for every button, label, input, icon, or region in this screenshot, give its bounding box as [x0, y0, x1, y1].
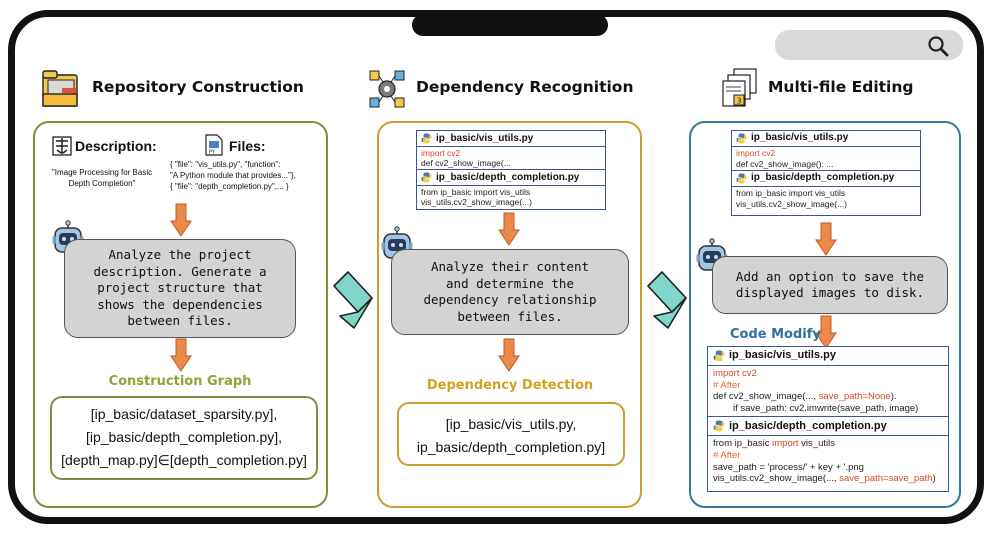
edit-input-files: ip_basic/vis_utils.py import cv2 def cv2… — [731, 130, 921, 216]
code-token: def cv2_show_image(..., — [713, 391, 819, 403]
dep-title: Dependency Recognition — [416, 78, 634, 96]
python-file-icon: PY — [205, 134, 223, 156]
construction-graph-label: Construction Graph — [108, 374, 252, 389]
edit-prompt-line: displayed images to disk. — [735, 285, 925, 300]
device-notch — [412, 14, 608, 36]
code-token-highlight: save_path=save_path — [839, 473, 933, 485]
repo-panel — [33, 121, 328, 508]
dep-prompt-line: Analyze their content — [430, 259, 590, 274]
down-arrow-icon — [815, 222, 837, 256]
edit-file1-line1: import cv2 — [736, 148, 776, 158]
mod2-line2: # After — [713, 449, 741, 461]
repo-prompt-line: between files. — [127, 313, 233, 329]
mod2-line1: from ip_basic import vis_utils — [713, 438, 943, 450]
edit-file2-line2: vis_utils.cv2_show_image(...) — [736, 198, 848, 209]
mod1-line1: import cv2 — [713, 368, 757, 379]
description-text-1: "Image Processing for Basic — [51, 168, 153, 177]
graph-line: [ip_basic/depth_completion.py], — [85, 429, 283, 445]
flow-chevron-icon — [333, 271, 373, 329]
python-logo-icon — [736, 133, 747, 144]
python-logo-icon — [713, 350, 725, 362]
folder-icon — [42, 70, 78, 107]
construction-graph-result: [ip_basic/dataset_sparsity.py], [ip_basi… — [50, 396, 318, 480]
files-label: Files: — [229, 138, 266, 154]
down-arrow-icon — [498, 338, 520, 372]
dependency-detection-result: [ip_basic/vis_utils.py, ip_basic/depth_c… — [397, 402, 625, 466]
python-logo-icon — [421, 133, 432, 144]
code-token: vis_utils.cv2_show_image(..., — [713, 473, 840, 485]
repo-prompt-line: shows the dependencies — [97, 296, 263, 312]
dependency-detection-label: Dependency Detection — [426, 378, 594, 393]
code-token: ) — [932, 473, 936, 485]
down-arrow-icon — [498, 212, 520, 246]
multi-file-icon: 3 — [722, 68, 757, 107]
dep-prompt-line: and determine the — [446, 275, 574, 291]
dep-result-line: ip_basic/depth_completion.py] — [416, 439, 606, 455]
description-icon — [52, 136, 72, 156]
mod1-line4: if save_path: cv2.imwrite(save_path, ima… — [733, 402, 919, 414]
svg-text:3: 3 — [737, 97, 742, 106]
description-label: Description: — [75, 138, 157, 154]
edit-file1-name: ip_basic/vis_utils.py — [751, 132, 849, 144]
graph-line: [ip_basic/dataset_sparsity.py], — [90, 406, 278, 422]
edit-panel — [689, 121, 961, 508]
down-arrow-icon — [170, 203, 192, 237]
down-arrow-icon — [815, 315, 837, 349]
files-line-2: "A Python module that provides..."}, — [170, 171, 296, 180]
dep-result-line: [ip_basic/vis_utils.py, — [445, 416, 577, 432]
files-line-3: { "file": "depth_completion.py",... } — [170, 182, 289, 191]
dep-panel — [377, 121, 642, 508]
python-logo-icon — [421, 172, 432, 183]
dep-file2-line2: vis_utils.cv2_show_image(...) — [421, 197, 533, 207]
dep-file1-line1: import cv2 — [421, 148, 461, 158]
gear-network-icon — [369, 70, 405, 108]
repo-prompt-line: description. Generate a — [93, 263, 267, 279]
repo-prompt-line: project structure that — [97, 280, 263, 296]
code-modify-label: Code Modify — [730, 327, 821, 342]
repo-title: Repository Construction — [92, 78, 304, 96]
dep-prompt: Analyze their content and determine the … — [391, 249, 629, 335]
mod1-file-name: ip_basic/vis_utils.py — [729, 349, 836, 362]
edit-prompt-line: Add an option to save the — [735, 268, 925, 284]
mod1-line3: def cv2_show_image(..., save_path=None). — [713, 391, 943, 403]
code-token: vis_utils — [798, 438, 835, 450]
dep-file2-name: ip_basic/depth_completion.py — [436, 171, 580, 183]
dep-file1-line2: def cv2_show_image(... — [421, 158, 511, 168]
dep-prompt-line: between files. — [457, 308, 563, 324]
flow-chevron-icon — [647, 271, 687, 329]
repo-prompt: Analyze the project description. Generat… — [64, 239, 296, 338]
files-line-1: { "file": "vis_utils.py", "function": — [170, 160, 281, 169]
robot-icon — [52, 220, 84, 253]
graph-line: [depth_map.py]∈[depth_completion.py] — [61, 452, 307, 468]
svg-text:PY: PY — [209, 150, 216, 156]
dep-file1-name: ip_basic/vis_utils.py — [436, 132, 534, 144]
edit-file2-line1: from ip_basic import vis_utils — [736, 188, 846, 198]
edit-file2-name: ip_basic/depth_completion.py — [751, 172, 895, 184]
mod2-line3: save_path = 'process/' + key + '.png — [713, 461, 864, 473]
code-modify-box: ip_basic/vis_utils.py import cv2 # After… — [707, 346, 949, 492]
code-token-highlight: save_path=None — [818, 391, 891, 403]
python-logo-icon — [713, 420, 725, 432]
edit-prompt: Add an option to save the displayed imag… — [712, 256, 948, 314]
code-token: ). — [890, 391, 897, 403]
repo-prompt-line: Analyze the project — [108, 247, 252, 263]
mod1-line2: # After — [713, 379, 741, 391]
description-text-2: Depth Completion" — [68, 179, 136, 188]
mod2-line4: vis_utils.cv2_show_image(..., save_path=… — [713, 473, 943, 485]
mod2-file-name: ip_basic/depth_completion.py — [729, 419, 887, 432]
dep-input-files: ip_basic/vis_utils.py import cv2 def cv2… — [416, 130, 606, 210]
dep-prompt-line: dependency relationship — [423, 292, 597, 307]
search-bar[interactable] — [775, 30, 963, 60]
python-logo-icon — [736, 173, 747, 184]
edit-file1-line2: def cv2_show_image(): ... — [736, 158, 834, 169]
code-token: from ip_basic — [713, 438, 773, 450]
search-icon[interactable] — [927, 35, 949, 57]
code-token-highlight: import — [772, 438, 799, 450]
down-arrow-icon — [170, 338, 192, 372]
edit-title: Multi-file Editing — [768, 78, 914, 96]
dep-file2-line1: from ip_basic import vis_utils — [421, 187, 531, 197]
